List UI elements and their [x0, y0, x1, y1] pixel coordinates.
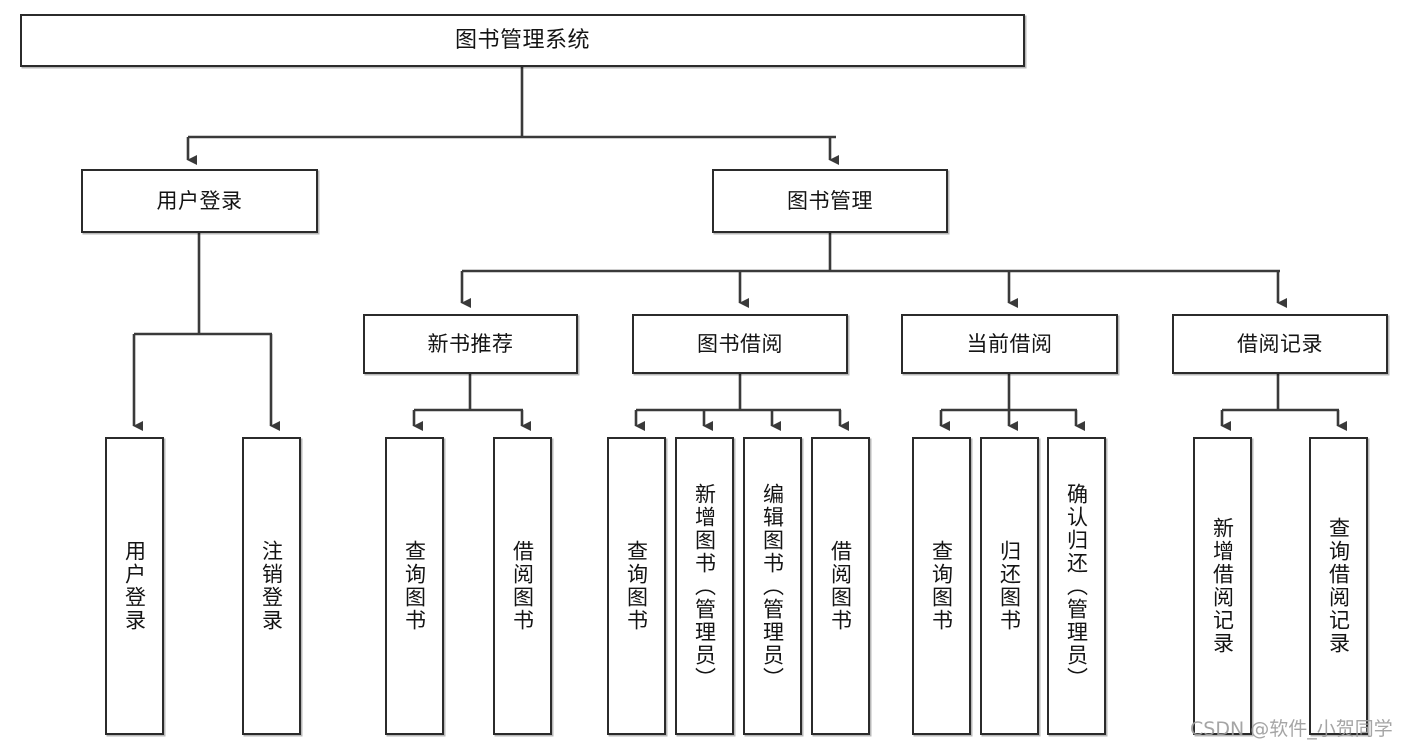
- leaf-user-login[interactable]: 用户登录: [105, 437, 164, 735]
- node-new-book-recommend[interactable]: 新书推荐: [363, 314, 578, 374]
- node-label: 图书管理系统: [454, 27, 590, 53]
- node-label: 新书推荐: [427, 331, 514, 356]
- node-label: 借阅图书: [510, 540, 535, 632]
- node-book-borrow[interactable]: 图书借阅: [632, 314, 848, 374]
- node-label: 查询图书: [402, 540, 427, 632]
- leaf-confirm-return-admin[interactable]: 确认归还（管理员）: [1047, 437, 1106, 735]
- node-label: 当前借阅: [966, 331, 1053, 356]
- node-label: 借阅图书: [828, 540, 853, 632]
- leaf-add-borrow-record[interactable]: 新增借阅记录: [1193, 437, 1252, 735]
- leaf-query-book-current[interactable]: 查询图书: [912, 437, 971, 735]
- leaf-logout-login[interactable]: 注销登录: [242, 437, 301, 735]
- node-root-system[interactable]: 图书管理系统: [20, 14, 1025, 67]
- node-label: 确认归还（管理员）: [1064, 482, 1089, 690]
- node-label: 用户登录: [156, 188, 243, 213]
- node-label: 归还图书: [997, 540, 1022, 632]
- node-book-management[interactable]: 图书管理: [712, 169, 948, 233]
- csdn-watermark: CSDN @软件_小贺同学: [1190, 718, 1393, 740]
- node-label: 编辑图书（管理员）: [760, 482, 785, 690]
- node-label: 图书管理: [787, 188, 873, 213]
- node-label: 图书借阅: [697, 331, 783, 356]
- node-label: 新增借阅记录: [1210, 517, 1235, 655]
- leaf-edit-book-admin[interactable]: 编辑图书（管理员）: [743, 437, 802, 735]
- node-label: 查询借阅记录: [1326, 517, 1351, 655]
- leaf-query-borrow-record[interactable]: 查询借阅记录: [1309, 437, 1368, 735]
- leaf-borrow-book[interactable]: 借阅图书: [811, 437, 870, 735]
- node-label: 查询图书: [929, 540, 954, 632]
- leaf-query-book-recommend[interactable]: 查询图书: [385, 437, 444, 735]
- node-current-borrow[interactable]: 当前借阅: [901, 314, 1118, 374]
- node-borrow-record[interactable]: 借阅记录: [1172, 314, 1388, 374]
- node-label: 注销登录: [259, 540, 284, 632]
- leaf-borrow-book-recommend[interactable]: 借阅图书: [493, 437, 552, 735]
- node-label: 用户登录: [122, 540, 147, 632]
- node-label: 查询图书: [624, 540, 649, 632]
- leaf-add-book-admin[interactable]: 新增图书（管理员）: [675, 437, 734, 735]
- node-label: 新增图书（管理员）: [692, 482, 717, 690]
- leaf-query-book-borrow[interactable]: 查询图书: [607, 437, 666, 735]
- node-user-login[interactable]: 用户登录: [81, 169, 318, 233]
- leaf-return-book[interactable]: 归还图书: [980, 437, 1039, 735]
- node-label: 借阅记录: [1237, 331, 1323, 356]
